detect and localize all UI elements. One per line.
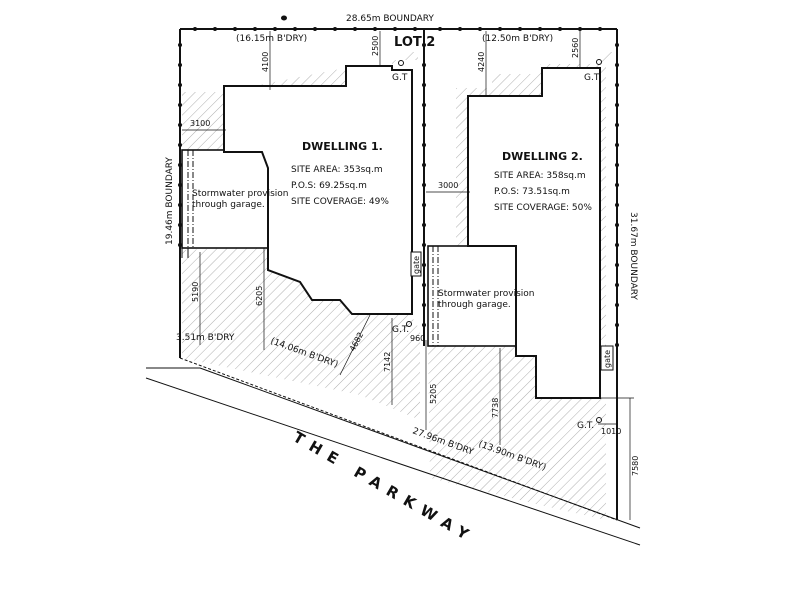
dim-3100: 3100 xyxy=(190,119,210,128)
gate-2: gate xyxy=(600,345,614,371)
gully-trap-4-icon xyxy=(596,417,602,423)
boundary-top-label: 28.65m BOUNDARY xyxy=(346,14,434,24)
road-edge-line xyxy=(199,367,641,529)
hatch-lot1-top xyxy=(182,52,418,150)
gully-traps xyxy=(398,59,602,423)
gully-trap-1-icon xyxy=(398,60,404,66)
dim-7738: 7738 xyxy=(491,398,500,418)
dimension-lines xyxy=(182,31,634,520)
dwelling-1-pos: P.O.S: 69.25sq.m xyxy=(291,181,367,191)
gully-trap-2-icon xyxy=(596,59,602,65)
dim-7142: 7142 xyxy=(383,352,392,372)
dim-2500: 2500 xyxy=(371,36,380,56)
boundary-right-label: 31.67m BOUNDARY xyxy=(628,212,638,300)
garage-2-note-line1: Stormwater provision xyxy=(438,289,535,299)
dim-960: 960 xyxy=(410,334,425,343)
boundary-left-label: 19.46m BOUNDARY xyxy=(165,157,175,245)
boundary-dots xyxy=(178,27,619,347)
kerb-line-mid xyxy=(145,377,641,546)
front-angled-boundary xyxy=(179,357,618,521)
gt-label-4: G.T. xyxy=(577,421,594,431)
dwelling-1-title: DWELLING 1. xyxy=(302,140,383,153)
gate-1: gate xyxy=(410,251,422,277)
boundary-top-lot1: (16.15m B'DRY) xyxy=(236,34,307,44)
boundary-top-lot2: (12.50m B'DRY) xyxy=(482,34,553,44)
dim-5190: 5190 xyxy=(191,282,200,302)
dim-1010: 1010 xyxy=(601,427,621,436)
dim-5205: 5205 xyxy=(429,384,438,404)
garage-1 xyxy=(181,149,269,258)
dwelling-2-pos: P.O.S: 73.51sq.m xyxy=(494,187,570,197)
garage-2-note-line2: through garage. xyxy=(438,300,511,310)
survey-marker-icon xyxy=(281,15,287,21)
gully-trap-3-icon xyxy=(406,321,412,327)
dim-7580: 7580 xyxy=(631,456,640,476)
dwelling-1-site-area: SITE AREA: 353sq.m xyxy=(291,165,383,175)
dim-3000: 3000 xyxy=(438,181,458,190)
front-boundary xyxy=(145,345,641,546)
dwelling-1-coverage: SITE COVERAGE: 49% xyxy=(291,197,389,207)
dim-6205: 6205 xyxy=(255,286,264,306)
hatch-lot2-front xyxy=(428,344,606,520)
garage-2 xyxy=(427,245,517,347)
dwelling-2-outline xyxy=(467,67,601,399)
garage-1-note-line2: through garage. xyxy=(192,200,265,210)
gate-2-label: gate xyxy=(603,350,612,368)
gate-1-label: gate xyxy=(412,256,421,274)
boundary-front-left: 3.51m B'DRY xyxy=(176,333,235,343)
lot-label: LOT 2 xyxy=(394,35,435,50)
dim-2560: 2560 xyxy=(571,38,580,58)
gt-label-3: G.T. xyxy=(392,325,409,335)
dwelling-2-info: DWELLING 2. SITE AREA: 358sq.m P.O.S: 73… xyxy=(494,150,592,213)
hatch-lot1-front xyxy=(182,246,420,420)
dim-4240: 4240 xyxy=(477,52,486,72)
dwelling-2-coverage: SITE COVERAGE: 50% xyxy=(494,203,592,213)
garage-1-note-line1: Stormwater provision xyxy=(192,189,289,199)
hatched-zones xyxy=(182,52,612,520)
dim-4100: 4100 xyxy=(261,52,270,72)
dwelling-2-site-area: SITE AREA: 358sq.m xyxy=(494,171,586,181)
gt-label-1: G.T xyxy=(392,73,408,83)
dwelling-2-title: DWELLING 2. xyxy=(502,150,583,163)
dwelling-1-info: DWELLING 1. SITE AREA: 353sq.m P.O.S: 69… xyxy=(291,140,389,207)
gt-label-2: G.T xyxy=(584,73,600,83)
dwelling-1-outline xyxy=(223,65,413,315)
